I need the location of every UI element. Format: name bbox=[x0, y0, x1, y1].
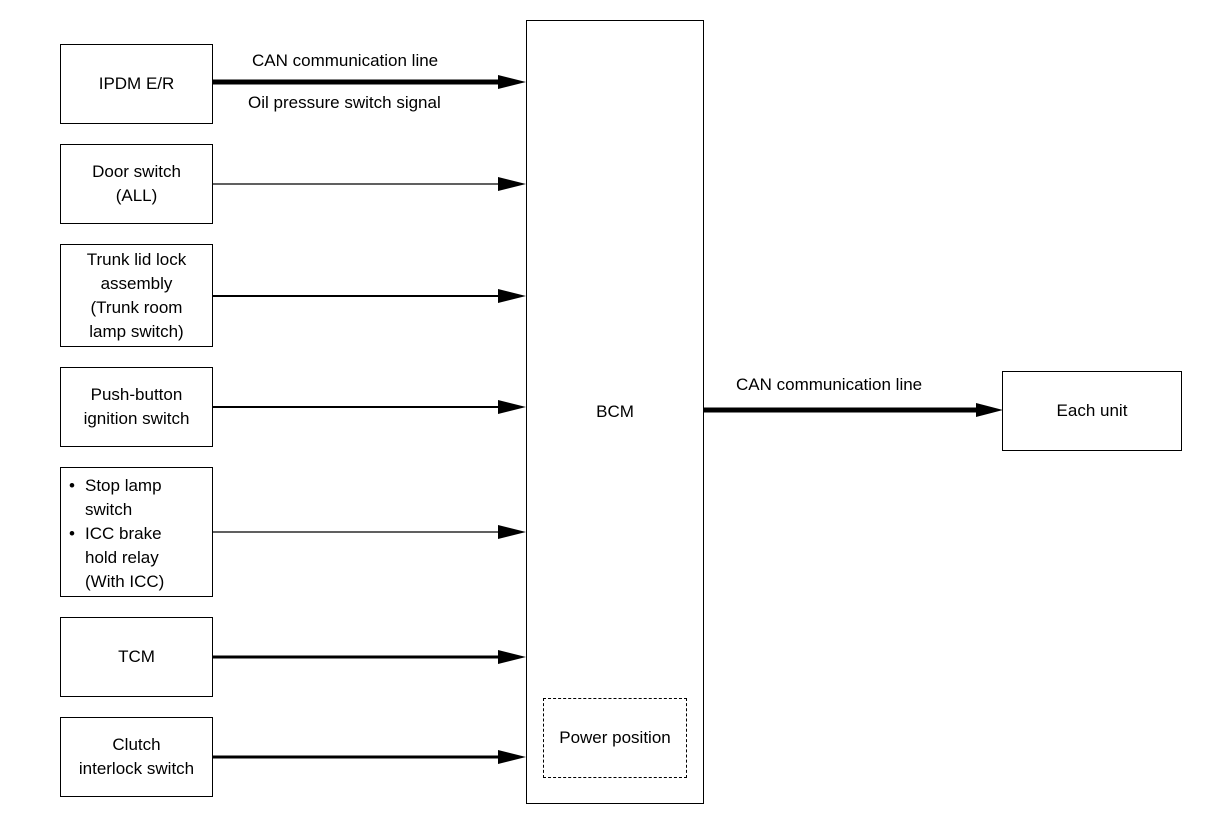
clutch-arrowhead bbox=[498, 750, 526, 764]
tcm-box: TCM bbox=[60, 617, 213, 697]
icc-line-1: ICC brake bbox=[85, 524, 162, 543]
push-line-2: ignition switch bbox=[83, 409, 190, 428]
output-can-label: CAN communication line bbox=[736, 375, 923, 394]
bcm-label: BCM bbox=[596, 402, 634, 421]
clutch-line-1: Clutch bbox=[112, 735, 161, 754]
tcm-arrowhead bbox=[498, 650, 526, 664]
stop-arrowhead bbox=[498, 525, 526, 539]
trunk-line-1: Trunk lid lock bbox=[86, 249, 187, 269]
oil-pressure-label: Oil pressure switch signal bbox=[248, 93, 441, 112]
stop-lamp-box: • Stop lamp switch • ICC brake hold rela… bbox=[60, 467, 213, 597]
push-arrowhead bbox=[498, 400, 526, 414]
ipdm-box: IPDM E/R bbox=[60, 44, 213, 124]
icc-line-2: hold relay bbox=[85, 548, 159, 567]
stop-lamp-line-2: switch bbox=[85, 500, 133, 519]
stop-lamp-item: • Stop lamp switch bbox=[69, 474, 164, 522]
trunk-line-2: assembly bbox=[100, 273, 173, 293]
tcm-label: TCM bbox=[118, 647, 155, 666]
ipdm-label: IPDM E/R bbox=[98, 74, 175, 93]
output-arrowhead bbox=[976, 403, 1003, 417]
ipdm-arrowhead bbox=[498, 75, 526, 89]
icc-brake-item: • ICC brake hold relay (With ICC) bbox=[69, 522, 164, 594]
door-switch-line-1: Door switch bbox=[92, 162, 181, 181]
trunk-line-4: lamp switch) bbox=[89, 321, 184, 341]
door-switch-line-2: (ALL) bbox=[115, 186, 158, 205]
bcm-box bbox=[526, 20, 704, 804]
bullet-icon: • bbox=[69, 476, 75, 495]
each-unit-label: Each unit bbox=[1056, 401, 1128, 420]
push-line-1: Push-button bbox=[90, 385, 183, 404]
ipdm-can-label: CAN communication line bbox=[252, 51, 439, 70]
stop-lamp-line-1: Stop lamp bbox=[85, 476, 162, 495]
power-position-box: Power position bbox=[543, 698, 687, 778]
trunk-lid-box: Trunk lid lock assembly (Trunk room lamp… bbox=[60, 244, 213, 347]
trunk-line-3: (Trunk room bbox=[90, 297, 183, 317]
power-position-label: Power position bbox=[559, 728, 671, 747]
icc-line-3: (With ICC) bbox=[85, 572, 165, 591]
each-unit-box: Each unit bbox=[1002, 371, 1182, 451]
push-button-box: Push-button ignition switch bbox=[60, 367, 213, 447]
door-arrowhead bbox=[498, 177, 526, 191]
trunk-arrowhead bbox=[498, 289, 526, 303]
door-switch-box: Door switch (ALL) bbox=[60, 144, 213, 224]
clutch-line-2: interlock switch bbox=[78, 759, 195, 778]
clutch-interlock-box: Clutch interlock switch bbox=[60, 717, 213, 797]
bullet-icon: • bbox=[69, 524, 75, 543]
